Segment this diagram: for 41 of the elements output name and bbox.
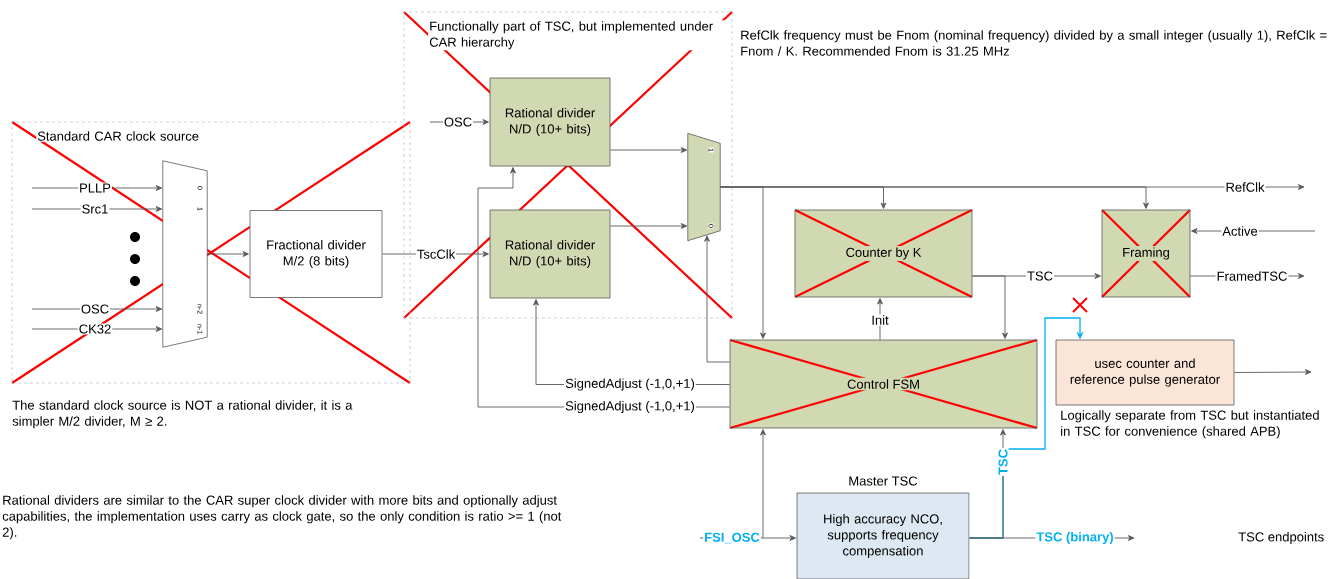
edge-label: OSC (442, 116, 474, 128)
arrow (1233, 369, 1312, 375)
edge-label: TSC (997, 448, 1009, 476)
edge-label: Active (1221, 225, 1259, 237)
arrow (877, 298, 883, 341)
process-box: Rational divider N/D (10+ bits) (489, 209, 611, 299)
process-box: Fractional divider M/2 (8 bits) (249, 210, 383, 298)
multiplexer-symbol (162, 160, 208, 348)
arrow (206, 251, 249, 257)
signal-label: TSC endpoints (1238, 531, 1324, 545)
edge-label: SignedAdjust (-1,0,+1) (564, 377, 696, 392)
edge-label: RefClk (1224, 181, 1266, 193)
process-box: Counter by K (794, 209, 973, 298)
multiplexer-symbol (687, 132, 721, 242)
arrow (719, 186, 766, 339)
note-text: The standard clock source is NOT a rational divider, it is a simpler M/2 divider, M ≥ 2. (12, 400, 353, 429)
edge-label: PLLP (78, 182, 112, 194)
process-box: Control FSM (729, 339, 1038, 429)
process-box: Framing (1101, 209, 1191, 298)
process-box: usec counter and reference pulse generator (1055, 339, 1235, 406)
edge-label: FramedTSC (1215, 270, 1289, 282)
process-box: Rational divider N/D (10+ bits) (489, 77, 611, 167)
arrow (609, 147, 688, 153)
note-text: Rational dividers are similar to the CAR super clock divider with more bits and optionally adjust capabilities, the implementation uses carry as clock gate, so the only condition is ratio >= 1 (not 2). (2, 495, 562, 540)
edge-label: CK32 (77, 323, 113, 335)
edge-label: OSC (79, 303, 111, 315)
edge-label: TscClk (415, 248, 457, 260)
arrow (971, 275, 1008, 339)
arrow (704, 235, 731, 363)
edge-label: SignedAdjust (-1,0,+1) (564, 399, 696, 415)
arrow (609, 223, 688, 229)
edge-label: TSC (binary) (1035, 530, 1115, 546)
edge-label: FSI_OSC (703, 531, 761, 545)
arrow (760, 429, 766, 539)
process-box: High accuracy NCO, supports frequency compensation (796, 492, 970, 579)
box-caption: Logically separate from TSC but instantiated in TSC for convenience (shared APB) (1061, 410, 1319, 439)
block-heading: Master TSC (849, 476, 918, 486)
note-text: RefClk frequency must be Fnom (nominal frequency) divided by a small integer (usually 1), RefClk = Fnom / K. Recommended Fnom is 31.25 MHz (741, 30, 1327, 56)
edge-label: Init (870, 314, 890, 326)
edge-label: Src1 (80, 203, 110, 215)
edge-label: TSC (1026, 270, 1054, 282)
